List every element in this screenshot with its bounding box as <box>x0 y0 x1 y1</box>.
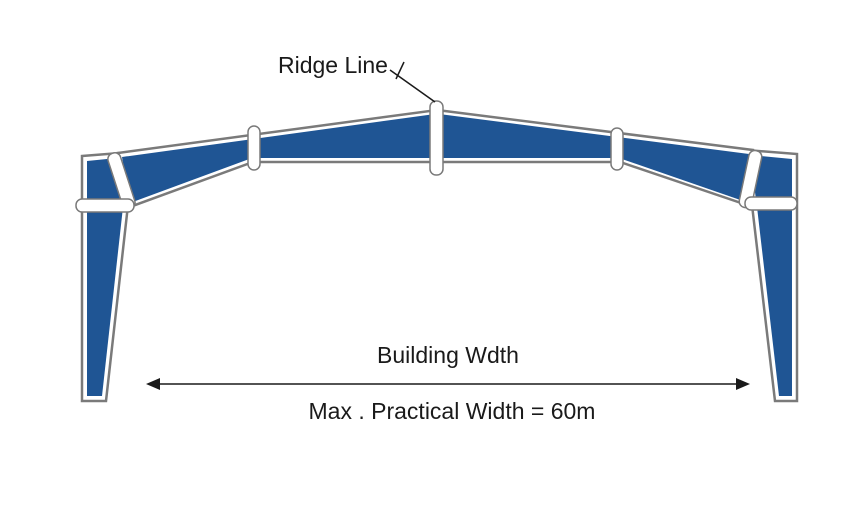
ridge-leader-tick <box>395 61 405 80</box>
ridge-line-label: Ridge Line <box>278 52 388 78</box>
right-eave-joint-horizontal <box>744 196 798 211</box>
right-eave-joint-vertical <box>738 149 763 209</box>
frame-joints <box>75 100 798 213</box>
width-dimension-arrow <box>146 378 750 390</box>
left-rafter <box>116 108 439 210</box>
right-splice-joint <box>610 127 624 171</box>
left-column <box>80 150 134 403</box>
left-splice-joint <box>247 125 261 171</box>
right-rafter <box>435 108 755 209</box>
ridge-leader-line <box>389 69 436 103</box>
left-eave-joint-horizontal <box>75 198 135 213</box>
arrow-left-head <box>146 378 160 390</box>
max-practical-width-label: Max . Practical Width = 60m <box>309 398 596 424</box>
building-width-label: Building Wdth <box>377 342 519 368</box>
arrow-right-head <box>736 378 750 390</box>
ridge-joint <box>429 100 444 176</box>
right-column <box>743 148 799 403</box>
